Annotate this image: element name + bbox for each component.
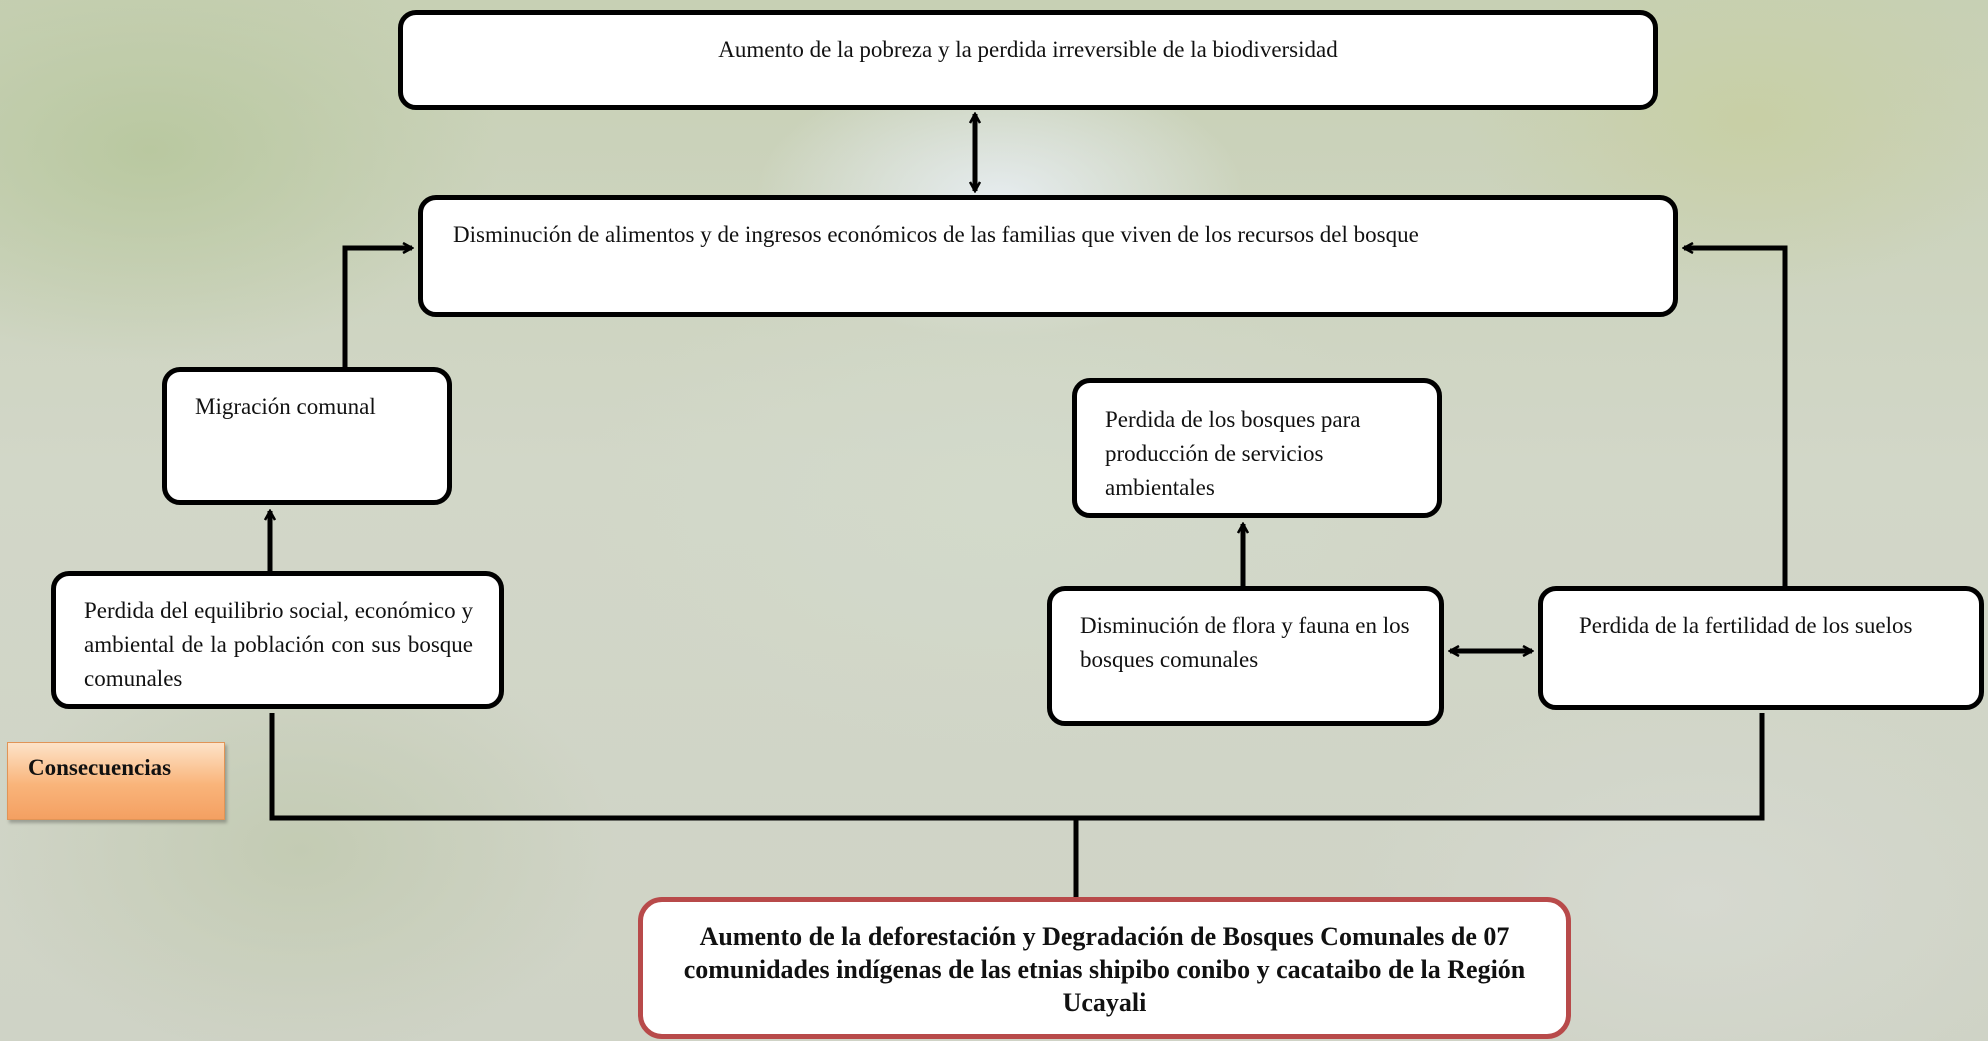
effect-text: Disminución de alimentos y de ingresos e… xyxy=(453,222,1419,247)
effect-box-flora-fauna: Disminución de flora y fauna en los bosq… xyxy=(1047,586,1444,726)
effect-text: Perdida del equilibrio social, económico… xyxy=(84,598,473,691)
connector-bracket xyxy=(269,713,1765,821)
effect-box-food-income: Disminución de alimentos y de ingresos e… xyxy=(418,195,1678,317)
effect-text: Disminución de flora y fauna en los bosq… xyxy=(1080,613,1410,672)
arrow-fertility-to-food xyxy=(1684,248,1788,586)
effect-text: Migración comunal xyxy=(195,394,376,419)
effect-text: Perdida de los bosques para producción d… xyxy=(1105,407,1361,500)
effect-box-soil-fertility: Perdida de la fertilidad de los suelos xyxy=(1538,586,1984,710)
effect-box-migration: Migración comunal xyxy=(162,367,452,505)
section-label-text: Consecuencias xyxy=(28,755,172,780)
effect-box-poverty-biodiversity: Aumento de la pobreza y la perdida irrev… xyxy=(398,10,1658,110)
consecuencias-label: Consecuencias xyxy=(7,742,225,820)
effect-text: Aumento de la pobreza y la perdida irrev… xyxy=(718,37,1338,62)
effect-text: Perdida de la fertilidad de los suelos xyxy=(1579,613,1913,638)
central-problem-text: Aumento de la deforestación y Degradació… xyxy=(683,922,1526,1017)
effect-box-forest-services: Perdida de los bosques para producción d… xyxy=(1072,378,1442,518)
effect-box-balance-loss: Perdida del equilibrio social, económico… xyxy=(51,571,504,709)
arrow-migration-to-food xyxy=(342,248,412,367)
central-problem-box: Aumento de la deforestación y Degradació… xyxy=(638,897,1571,1039)
